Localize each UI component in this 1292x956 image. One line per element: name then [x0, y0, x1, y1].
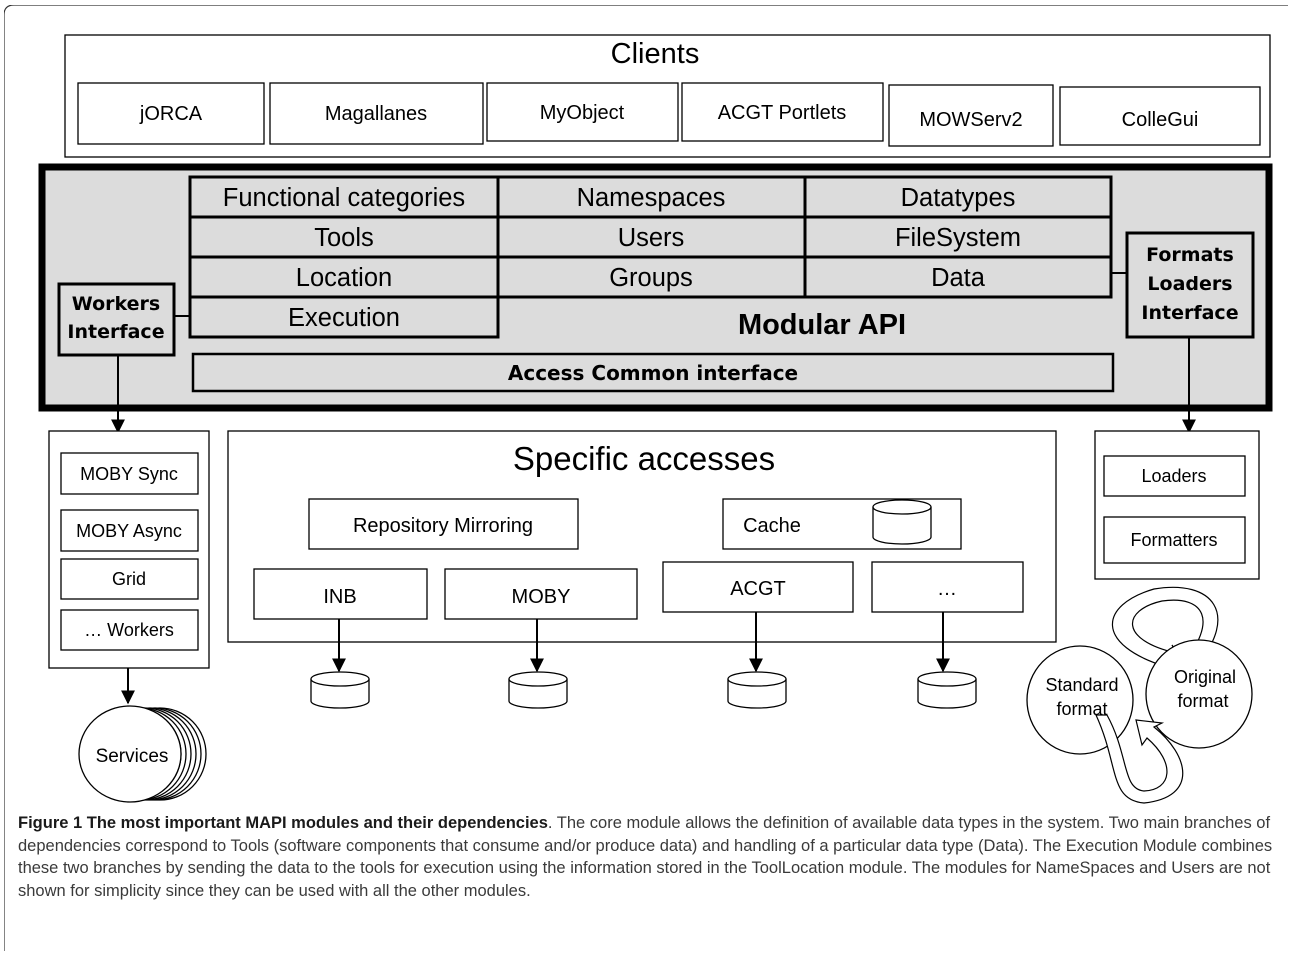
backend-databases: [332, 612, 950, 673]
figure-caption: Figure 1 The most important MAPI modules…: [18, 812, 1280, 902]
caption-title: Figure 1 The most important MAPI modules…: [18, 814, 548, 832]
client-label-magallanes: Magallanes: [325, 103, 427, 125]
backend-label-inb: INB: [323, 586, 356, 608]
client-box-mowserv2: [888, 84, 1054, 147]
worker-moby-sync: [60, 452, 199, 495]
module-execution-label: Execution: [288, 304, 400, 332]
backend-moby: [444, 568, 638, 620]
original-format-label-2: format: [1177, 691, 1228, 711]
module-groups: Groups: [609, 264, 693, 292]
database-icon-moby: [508, 671, 568, 709]
worker-label-grid: Grid: [112, 569, 146, 589]
specific-accesses-section: Specific accesses Repository Mirroring C…: [227, 430, 1057, 643]
backend-label-acgt: ACGT: [730, 578, 786, 600]
services-label: Services: [96, 746, 169, 767]
architecture-diagram: Clients jORCA Magallanes MyObject ACGT P…: [4, 5, 1288, 951]
formatters-label: Formatters: [1130, 530, 1217, 550]
module-datatypes: Datatypes: [901, 184, 1016, 212]
worker-grid: [60, 558, 199, 600]
services-stack: [78, 705, 207, 803]
module-namespaces: Namespaces: [577, 184, 726, 212]
module-tools: Tools: [314, 224, 374, 252]
formats-section: Loaders Formatters: [1094, 430, 1260, 580]
formats-interface-label-3: Interface: [1141, 302, 1238, 324]
module-users: Users: [618, 224, 685, 252]
formatters-box: [1103, 516, 1246, 564]
client-boxes: jORCA Magallanes MyObject ACGT Portlets …: [77, 82, 1261, 147]
client-label-collegui: ColleGui: [1122, 109, 1199, 131]
specific-accesses-title: Specific accesses: [513, 440, 775, 477]
loop-arrow-bottom: [1095, 714, 1184, 804]
database-icons: [310, 671, 977, 709]
caption-text: . The core module allows the definition …: [18, 814, 1273, 900]
figure-frame: Clients jORCA Magallanes MyObject ACGT P…: [4, 5, 1288, 951]
client-box-collegui: [1059, 86, 1261, 146]
original-format-label-1: Original: [1174, 667, 1236, 687]
repository-mirroring-label: Repository Mirroring: [353, 515, 533, 537]
module-data: Data: [931, 264, 986, 292]
client-box-myobject: [486, 82, 679, 142]
standard-format-label-1: Standard: [1045, 675, 1118, 695]
workers-interface-box: [57, 282, 176, 357]
backend-label-moby: MOBY: [512, 586, 571, 608]
access-common-interface-label: Access Common interface: [508, 361, 798, 385]
worker-label-moby-sync: MOBY Sync: [80, 464, 178, 484]
module-filesystem: FileSystem: [895, 224, 1021, 252]
module-location: Location: [296, 264, 392, 292]
loaders-box: [1103, 455, 1246, 497]
backend-acgt: [662, 561, 854, 613]
worker-others: [60, 609, 199, 651]
client-label-jorca: jORCA: [139, 103, 203, 125]
module-grid: Functional categories Namespaces Datatyp…: [188, 175, 1113, 339]
loaders-label: Loaders: [1141, 466, 1206, 486]
original-format-circle: [1145, 639, 1253, 749]
cache-database-icon: [872, 499, 932, 545]
clients-section: Clients jORCA Magallanes MyObject ACGT P…: [64, 34, 1271, 158]
standard-format-label-2: format: [1056, 699, 1107, 719]
modular-api-label: Modular API: [738, 309, 906, 341]
client-label-mowserv2: MOWServ2: [919, 109, 1022, 131]
client-box-magallanes: [269, 82, 484, 145]
client-label-myobject: MyObject: [540, 102, 625, 124]
access-common-interface: [191, 352, 1115, 393]
formats-interface-box: [1125, 231, 1255, 339]
database-icon-inb: [310, 671, 370, 709]
worker-label-moby-async: MOBY Async: [76, 521, 182, 541]
clients-title: Clients: [611, 38, 700, 70]
module-functional-categories: Functional categories: [223, 184, 465, 212]
workers-interface-label-1: Workers: [72, 293, 160, 315]
cache-label: Cache: [743, 515, 801, 537]
backend-more: [871, 561, 1024, 613]
format-conversion-cycle: Standard format Original format: [1026, 586, 1253, 804]
worker-label-others: … Workers: [84, 620, 174, 640]
modular-api-block: Functional categories Namespaces Datatyp…: [38, 163, 1273, 412]
repository-mirroring-box: [308, 498, 579, 550]
database-icon-more: [917, 671, 977, 709]
frame-border: [4, 5, 1288, 951]
backend-label-more: …: [937, 578, 957, 600]
backend-inb: [253, 568, 428, 620]
client-label-acgt-portlets: ACGT Portlets: [718, 102, 847, 124]
client-box-jorca: [77, 82, 265, 145]
formats-interface-label-1: Formats: [1146, 244, 1234, 266]
database-icon-acgt: [727, 671, 787, 709]
workers-section: MOBY Sync MOBY Async Grid … Workers: [48, 430, 210, 669]
workers-interface-label-2: Interface: [67, 321, 164, 343]
worker-moby-async: [60, 509, 199, 552]
formats-interface-label-2: Loaders: [1147, 273, 1232, 295]
client-box-acgt-portlets: [681, 82, 884, 142]
